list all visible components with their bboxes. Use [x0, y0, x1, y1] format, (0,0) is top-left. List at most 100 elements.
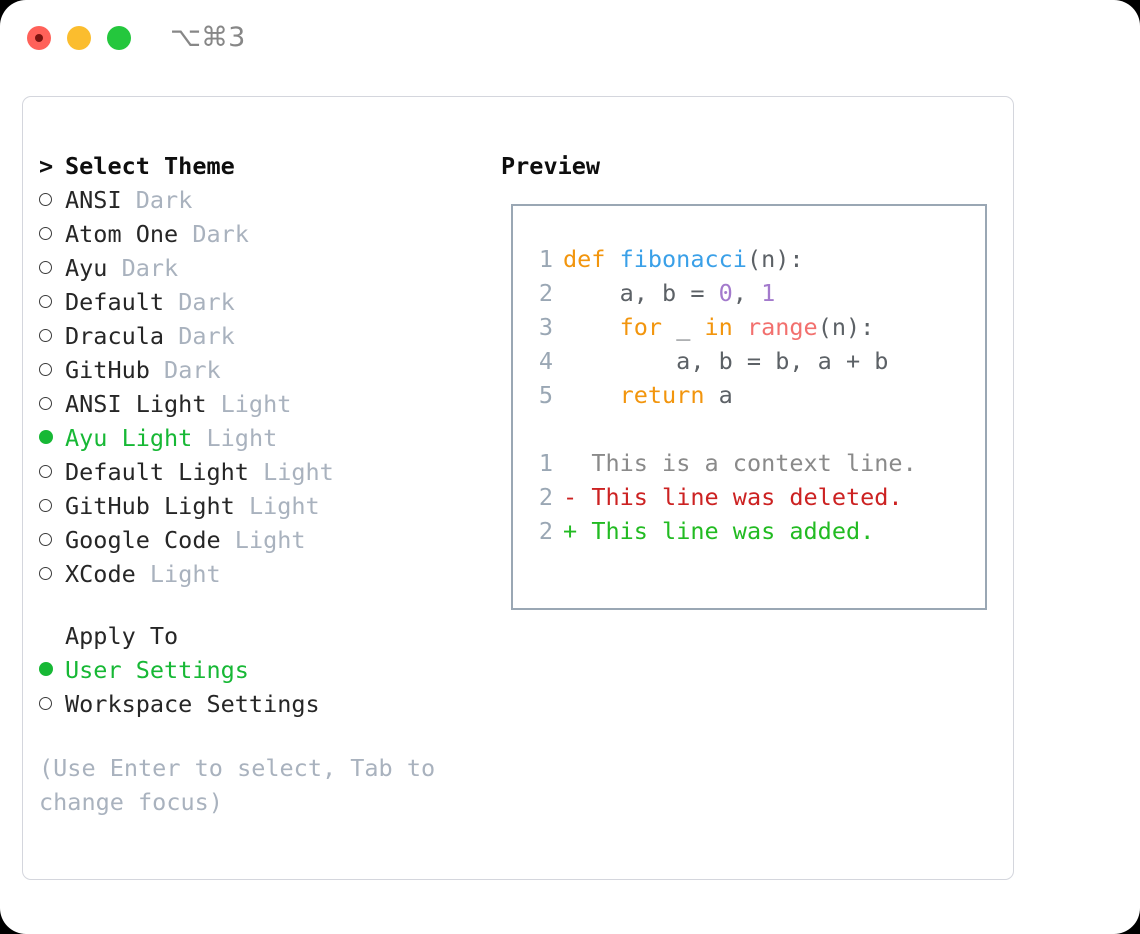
theme-option-row[interactable]: Ayu Dark [39, 251, 479, 285]
theme-option-row[interactable]: ANSI Dark [39, 183, 479, 217]
radio-unselected-icon [39, 251, 65, 285]
theme-variant-badge: Dark [192, 220, 249, 248]
radio-unselected-icon [39, 523, 65, 557]
code-token: (n): [746, 245, 804, 273]
theme-option-row[interactable]: GitHub Light Light [39, 489, 479, 523]
diff-text: This is a context line. [591, 449, 917, 477]
diff-sign: + [563, 517, 578, 545]
code-line: 3 for _ in range(n): [527, 310, 917, 344]
radio-unselected-icon [39, 217, 65, 251]
code-line-number: 3 [538, 313, 553, 341]
hint-spacer [39, 721, 479, 751]
radio-dot [39, 662, 53, 676]
radio-dot [39, 295, 52, 308]
radio-unselected-icon [39, 319, 65, 353]
code-line-number: 4 [538, 347, 553, 375]
radio-selected-icon [39, 653, 65, 687]
radio-dot [39, 227, 52, 240]
maximize-button[interactable] [107, 26, 131, 50]
diff-line-number: 1 [538, 449, 553, 477]
recording-indicator-dot [35, 34, 43, 42]
theme-name: Ayu [65, 254, 108, 282]
theme-name: GitHub Light [65, 492, 235, 520]
code-token: return [619, 381, 705, 409]
theme-variant-badge: Dark [135, 186, 193, 214]
minimize-button[interactable] [67, 26, 91, 50]
apply-to-title: Apply To [39, 619, 479, 653]
diff-text: This line was added. [591, 517, 875, 545]
close-button[interactable] [27, 26, 51, 50]
apply-to-option-row[interactable]: User Settings [39, 653, 479, 687]
code-token: in [704, 313, 733, 341]
theme-variant-badge: Light [234, 526, 306, 554]
radio-unselected-icon [39, 489, 65, 523]
theme-name: Google Code [65, 526, 221, 554]
diff-gap [577, 517, 591, 545]
theme-variant-badge: Light [206, 424, 278, 452]
theme-variant-badge: Dark [178, 322, 235, 350]
code-token: (n): [817, 313, 875, 341]
diff-gap [577, 449, 591, 477]
diff-line: 2- This line was deleted. [527, 480, 917, 514]
theme-name: XCode [65, 560, 136, 588]
code-token [563, 313, 620, 341]
code-token: range [746, 313, 818, 341]
theme-variant-badge: Light [149, 560, 221, 588]
diff-line-number: 2 [538, 483, 553, 511]
theme-variant-badge: Dark [121, 254, 179, 282]
apply-to-label: Apply To [65, 622, 179, 650]
theme-variant-badge: Dark [164, 356, 221, 384]
theme-name: GitHub [65, 356, 150, 384]
theme-option-row[interactable]: Atom One Dark [39, 217, 479, 251]
diff-sign [563, 449, 577, 477]
code-line-number: 2 [538, 279, 553, 307]
code-token: 1 [761, 279, 776, 307]
radio-dot [39, 363, 52, 376]
theme-name: Default Light [65, 458, 249, 486]
radio-dot [39, 533, 52, 546]
apply-to-option-label: User Settings [65, 656, 249, 684]
code-token: 0 [718, 279, 733, 307]
code-token: _ [662, 313, 705, 341]
theme-option-row[interactable]: GitHub Dark [39, 353, 479, 387]
radio-dot [39, 193, 52, 206]
radio-dot [39, 567, 52, 580]
radio-dot [39, 430, 53, 444]
diff-line: 2+ This line was added. [527, 514, 917, 548]
code-token [733, 313, 747, 341]
theme-option-row[interactable]: Dracula Dark [39, 319, 479, 353]
code-line: 5 return a [527, 378, 917, 412]
theme-option-row[interactable]: Default Dark [39, 285, 479, 319]
theme-name: Dracula [65, 322, 165, 350]
apply-to-option-row[interactable]: Workspace Settings [39, 687, 479, 721]
diff-text: This line was deleted. [591, 483, 903, 511]
code-line: 2 a, b = 0, 1 [527, 276, 917, 310]
section-spacer [39, 591, 479, 619]
code-token: , [732, 279, 762, 307]
code-diff-separator [527, 412, 917, 446]
code-token: a [704, 381, 733, 409]
theme-option-row[interactable]: ANSI Light Light [39, 387, 479, 421]
theme-name: ANSI Light [65, 390, 207, 418]
diff-sign: - [563, 483, 578, 511]
theme-option-row[interactable]: XCode Light [39, 557, 479, 591]
theme-option-row[interactable]: Default Light Light [39, 455, 479, 489]
select-theme-title: Select Theme [65, 152, 235, 180]
preview-title: Preview [501, 152, 601, 180]
theme-name: Ayu Light [65, 424, 193, 452]
title-bar: ⌥⌘3 [0, 0, 1140, 78]
code-token: a, b = b, a + b [563, 347, 889, 375]
theme-option-row[interactable]: Ayu Light Light [39, 421, 479, 455]
code-line-number: 5 [538, 381, 553, 409]
radio-unselected-icon [39, 183, 65, 217]
diff-line: 1 This is a context line. [527, 446, 917, 480]
theme-option-row[interactable]: Google Code Light [39, 523, 479, 557]
radio-dot [39, 397, 52, 410]
